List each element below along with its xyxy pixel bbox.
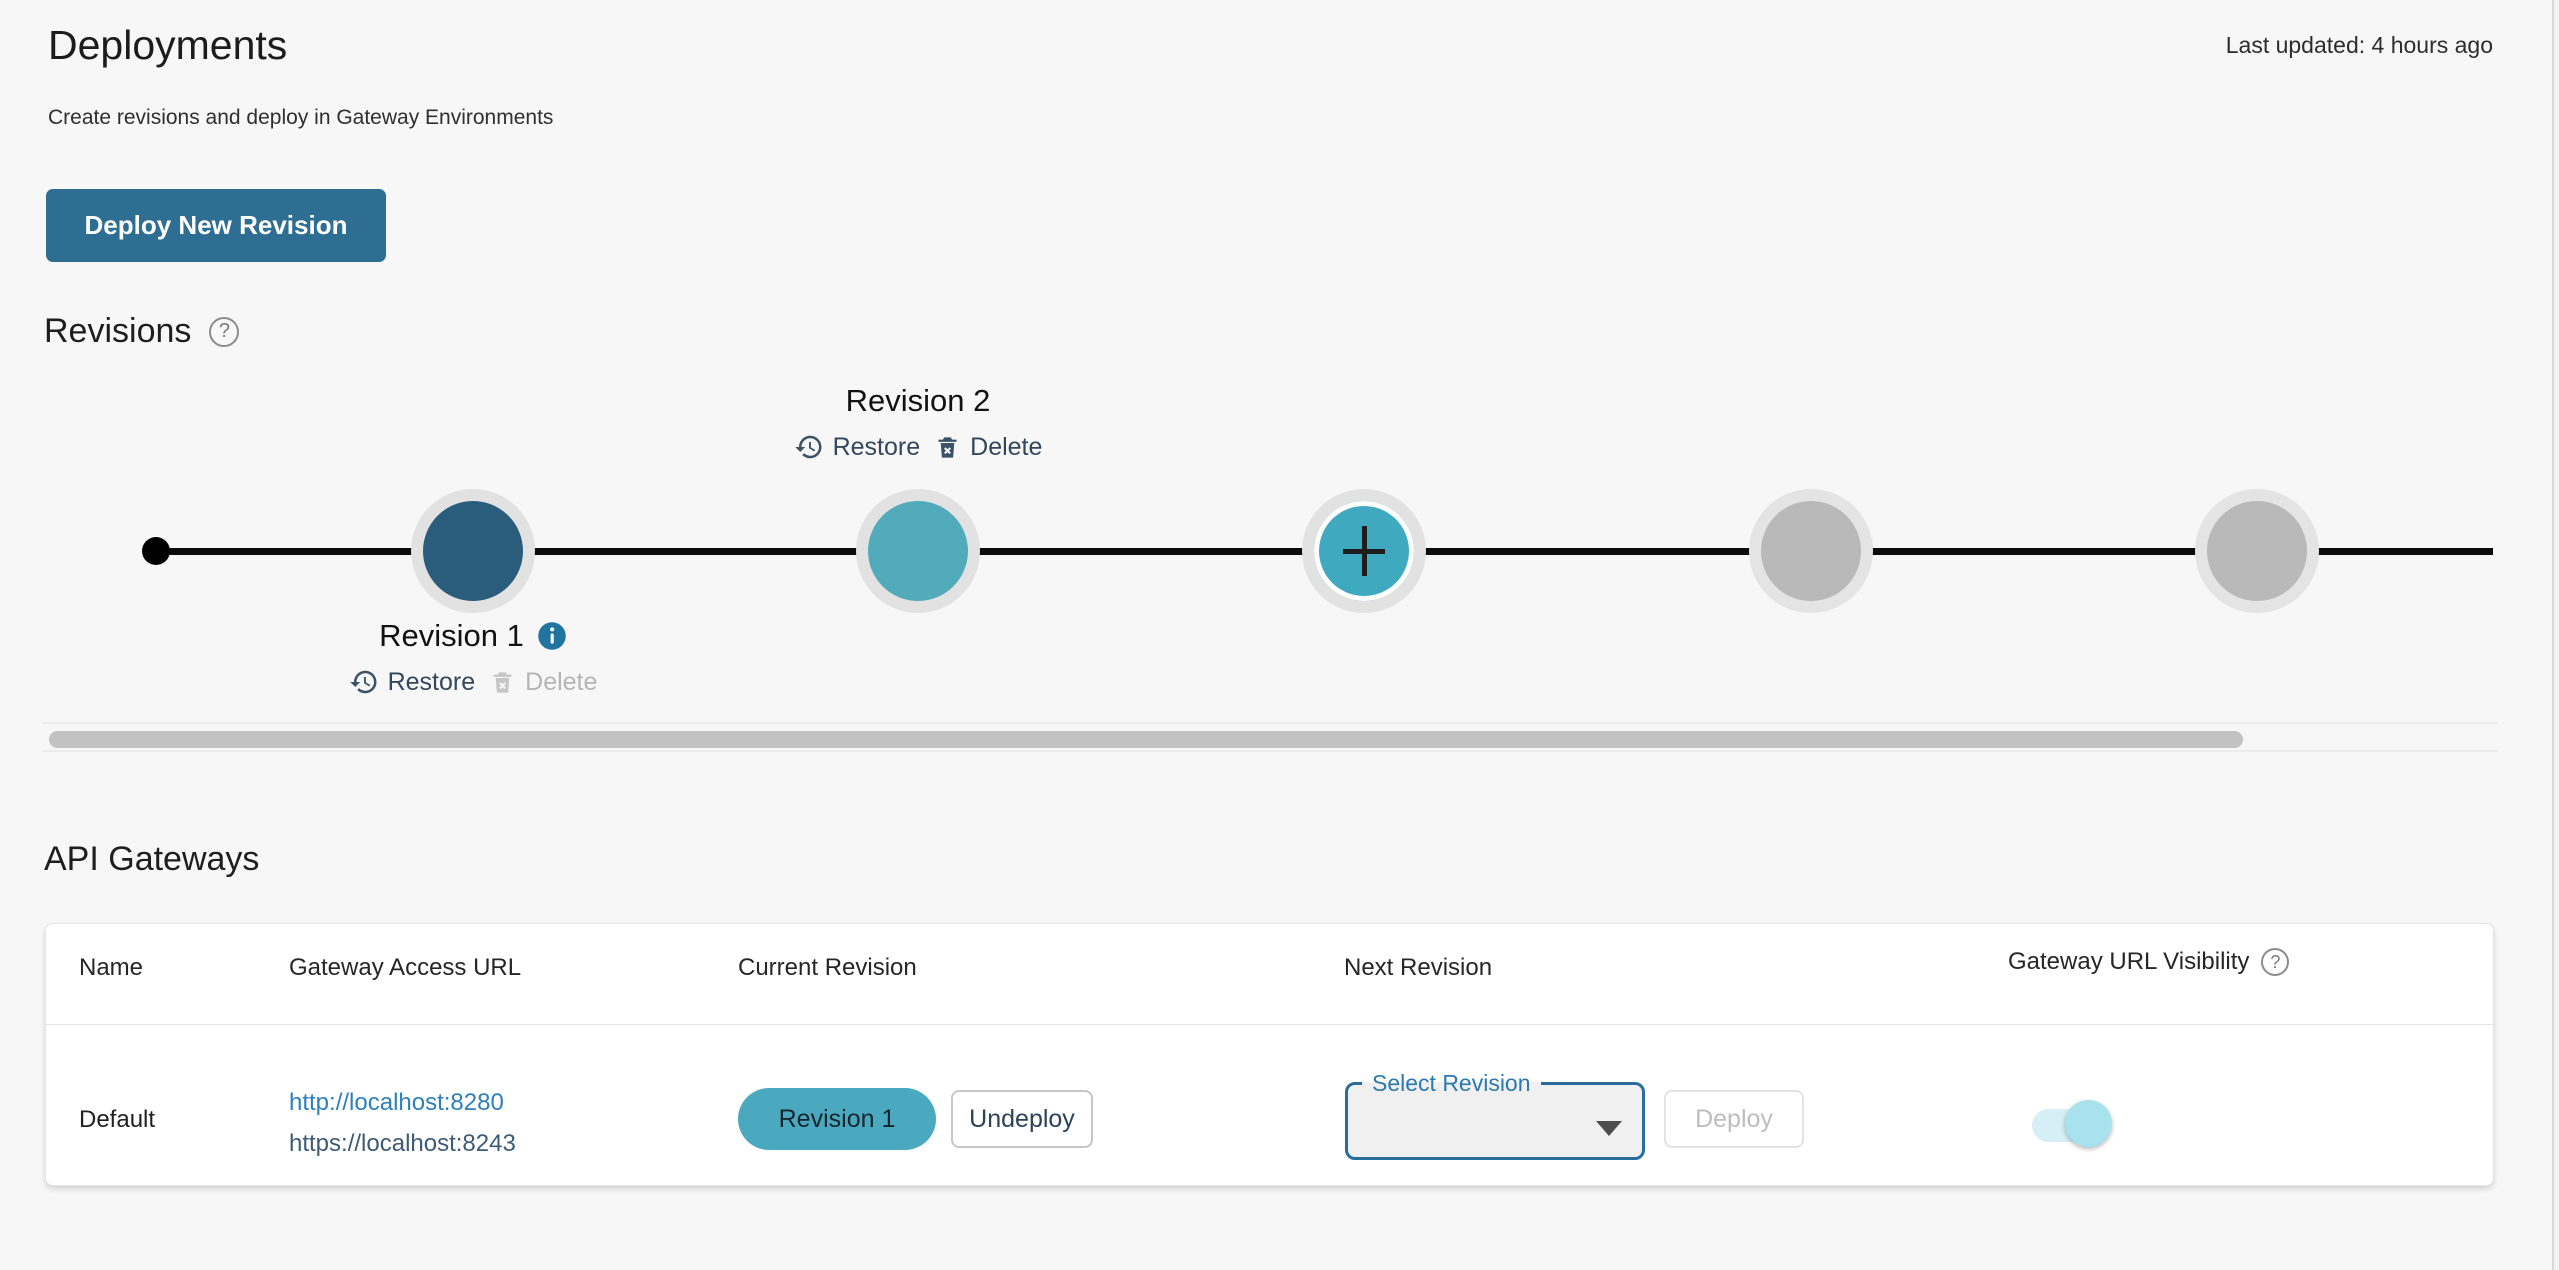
column-header-name: Name [79,954,144,981]
delete-label: Delete [525,667,598,696]
restore-icon [794,435,822,459]
gateway-http-url-link[interactable]: http://localhost:8280 [289,1089,504,1116]
table-header-divider [46,1024,2493,1025]
next-revision-select[interactable]: Select Revision [1345,1070,1645,1160]
timeline-horizontal-scrollbar-thumb[interactable] [49,731,2243,748]
revision-2-label-block: Revision 2 Restore Delete [668,383,1168,462]
delete-icon [938,436,957,458]
deploy-button-disabled[interactable]: Deploy [1664,1090,1804,1148]
revision-1-name: Revision 1 [379,618,524,653]
gateway-url-visibility-help-icon[interactable]: ? [2261,948,2290,976]
delete-label: Delete [970,432,1043,461]
revision-2-name: Revision 2 [845,383,991,418]
timeline-empty-node-2 [2195,489,2319,613]
chevron-down-icon [1596,1121,1622,1136]
gateway-https-url-link[interactable]: https://localhost:8243 [289,1130,516,1157]
revisions-heading-label: Revisions [44,312,192,350]
page-subtitle: Create revisions and deploy in Gateway E… [48,106,554,129]
column-header-gateway-url-visibility: Gateway URL Visibility ? [2008,948,2290,976]
page-title: Deployments [48,22,288,68]
revision-2-delete-button[interactable]: Delete [934,433,1042,462]
timeline-start-dot [142,537,170,565]
restore-label: Restore [387,667,476,696]
timeline-node-revision-1[interactable] [411,489,535,613]
timeline-empty-node-1 [1749,489,1873,613]
restore-label: Restore [832,432,921,461]
last-updated-text: Last updated: 4 hours ago [2225,32,2493,58]
restore-icon [349,670,377,694]
timeline-horizontal-scrollbar-track[interactable] [43,722,2498,752]
api-gateways-heading-label: API Gateways [44,840,260,878]
revision-1-restore-button[interactable]: Restore [349,667,476,697]
revision-2-restore-button[interactable]: Restore [794,432,921,462]
revision-1-label-block: Revision 1 Restore Delete [223,618,723,697]
delete-icon [493,671,512,693]
deploy-new-revision-button[interactable]: Deploy New Revision [46,189,386,262]
undeploy-button[interactable]: Undeploy [951,1090,1093,1148]
gateway-access-url-cell: http://localhost:8280 https://localhost:… [289,1082,516,1164]
gateway-url-visibility-toggle[interactable] [2032,1100,2112,1148]
info-icon[interactable] [537,621,567,651]
plus-icon [1339,524,1389,578]
column-header-gateway-access-url: Gateway Access URL [289,954,522,981]
revisions-help-icon[interactable]: ? [209,316,240,347]
select-revision-label: Select Revision [1372,1070,1531,1096]
timeline-node-revision-2[interactable] [856,489,980,613]
current-revision-chip: Revision 1 [738,1088,936,1150]
gateway-name-cell: Default [79,1106,156,1133]
revisions-section-heading: Revisions ? [44,312,240,351]
vertical-scrollbar[interactable] [2552,0,2559,1270]
toggle-knob [2065,1100,2112,1147]
revision-1-delete-button-disabled[interactable]: Delete [489,668,597,697]
api-gateways-table: Name Gateway Access URL Current Revision… [45,923,2494,1186]
column-header-next-revision: Next Revision [1344,954,1493,981]
column-header-current-revision: Current Revision [738,954,917,981]
api-gateways-section-heading: API Gateways [44,840,259,879]
gateway-url-visibility-label: Gateway URL Visibility [2008,948,2250,975]
timeline-add-revision-node[interactable] [1302,489,1426,613]
